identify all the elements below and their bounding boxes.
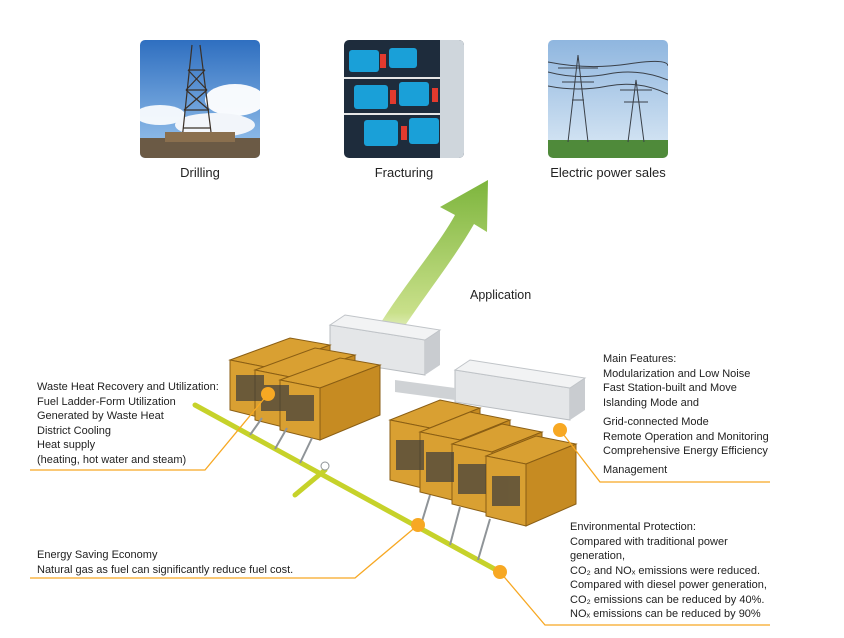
features-line: Islanding Mode and [603,396,700,409]
environment-line: Compared with diesel power generation, [570,579,767,591]
waste-heat-leader [30,393,269,471]
environment-callout: Environmental Protection: Compared with … [570,520,767,622]
drilling-label: Drilling [180,165,220,180]
generator-units-left [228,337,382,441]
features-line: Comprehensive Energy Efficiency [603,445,768,457]
waste-heat-line: Heat supply [37,439,96,451]
fracturing-label: Fracturing [374,165,434,180]
economy-marker [411,518,425,532]
features-callout: Main Features: Modularization and Low No… [603,352,769,477]
economy-title: Energy Saving Economy [37,549,158,561]
features-line: Grid-connected Mode [603,416,709,428]
features-marker [553,423,567,437]
waste-heat-line: Fuel Ladder-Form Utilization [37,395,176,408]
environment-leader [499,571,770,626]
waste-heat-callout: Waste Heat Recovery and Utilization: Fue… [37,380,219,467]
waste-heat-line: (heating, hot water and steam) [37,453,187,466]
electric-power-sales-label: Electric power sales [550,165,666,180]
environment-marker [493,565,507,579]
electric-power-photo [548,40,668,158]
environment-line: NOₓ emissions can be reduced by 90% [570,608,761,620]
drilling-photo [140,40,260,158]
features-line: Fast Station-built and Move [603,382,737,394]
features-line: Remote Operation and Monitoring [603,430,769,443]
waste-heat-line: Generated by Waste Heat [37,410,164,422]
environment-line: CO₂ and NOₓ emissions were reduced. [570,564,761,577]
waste-heat-title: Waste Heat Recovery and Utilization: [37,381,219,393]
fracturing-photo [344,40,464,158]
waste-heat-line: District Cooling [37,424,111,437]
gas-pipeline [192,402,503,575]
application-label: Application [470,288,532,302]
features-leader [559,429,770,483]
economy-line: Natural gas as fuel can significantly re… [37,563,294,576]
environment-line: generation, [570,550,626,562]
environment-line: CO₂ emissions can be reduced by 40%. [570,593,765,606]
environment-title: Environmental Protection: [570,521,696,533]
features-line: Management [603,463,668,476]
generator-units-right [388,399,578,527]
waste-heat-marker [261,387,275,401]
economy-leader [30,524,419,579]
features-line: Modularization and Low Noise [603,367,751,380]
features-title: Main Features: [603,353,677,365]
economy-callout: Energy Saving Economy Natural gas as fue… [37,548,293,577]
environment-line: Compared with traditional power [570,535,728,548]
